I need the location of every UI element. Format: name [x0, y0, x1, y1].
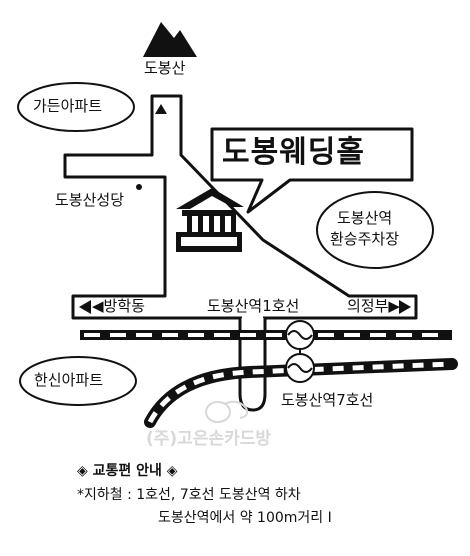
- railway-line7: [144, 358, 458, 428]
- parking-label-line1: 도봉산역: [337, 209, 393, 227]
- wedding-hall-icon: [176, 188, 244, 252]
- hanshin-apt-label: 한신아파트: [34, 371, 104, 389]
- parking-label-line2: 환승주차장: [330, 230, 400, 248]
- right-arrow-icon: [399, 300, 411, 314]
- station-line1-label: 도봉산역1호선: [207, 297, 300, 315]
- cathedral-label: 도봉산성당: [55, 191, 125, 209]
- guide-title: ◈ 교통편 안내 ◈: [77, 463, 178, 479]
- mountain-icon: [143, 22, 197, 57]
- venue-callout: [210, 127, 414, 214]
- north-arrow-icon: [155, 104, 167, 114]
- station-line7-icon: [285, 353, 315, 383]
- guide-line-2: 도봉산역에서 약 100m거리 I: [158, 510, 332, 526]
- guide-line-1: *지하철 : 1호선, 7호선 도봉산역 하차: [77, 487, 301, 503]
- right-direction-label: 의정부▶: [347, 297, 400, 315]
- cathedral-dot-icon: [136, 184, 142, 190]
- venue-title: 도봉웨딩홀: [222, 135, 365, 170]
- station-line1-icon: [285, 320, 315, 350]
- left-direction-label: ◀방학동: [92, 297, 145, 315]
- road-network: [63, 94, 418, 412]
- station-line7-label: 도봉산역7호선: [281, 391, 374, 409]
- watermark-logo-icon: [205, 400, 249, 423]
- mountain-label: 도봉산: [144, 59, 186, 77]
- garden-apt-label: 가든아파트: [33, 97, 103, 115]
- hanshin-apt-bubble: [19, 356, 137, 406]
- railway-line1: [80, 330, 452, 340]
- watermark-text: (주)고은손카드방: [146, 429, 272, 449]
- garden-apt-bubble: [17, 82, 135, 132]
- parking-bubble: [316, 191, 434, 269]
- left-arrow-icon: [79, 300, 91, 314]
